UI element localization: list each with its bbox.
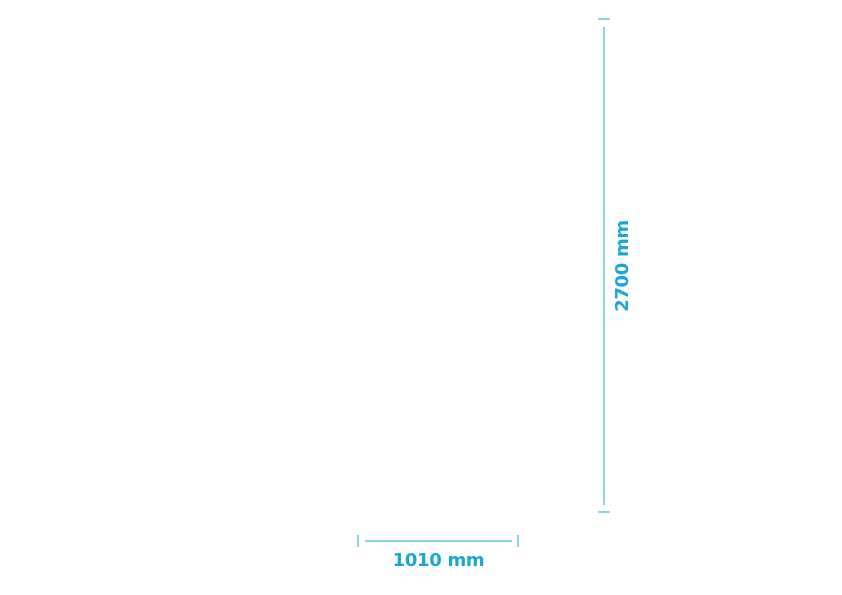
height-dimension-label: 2700 mm [612,220,633,312]
width-dimension-label: 1010 mm [392,550,485,571]
